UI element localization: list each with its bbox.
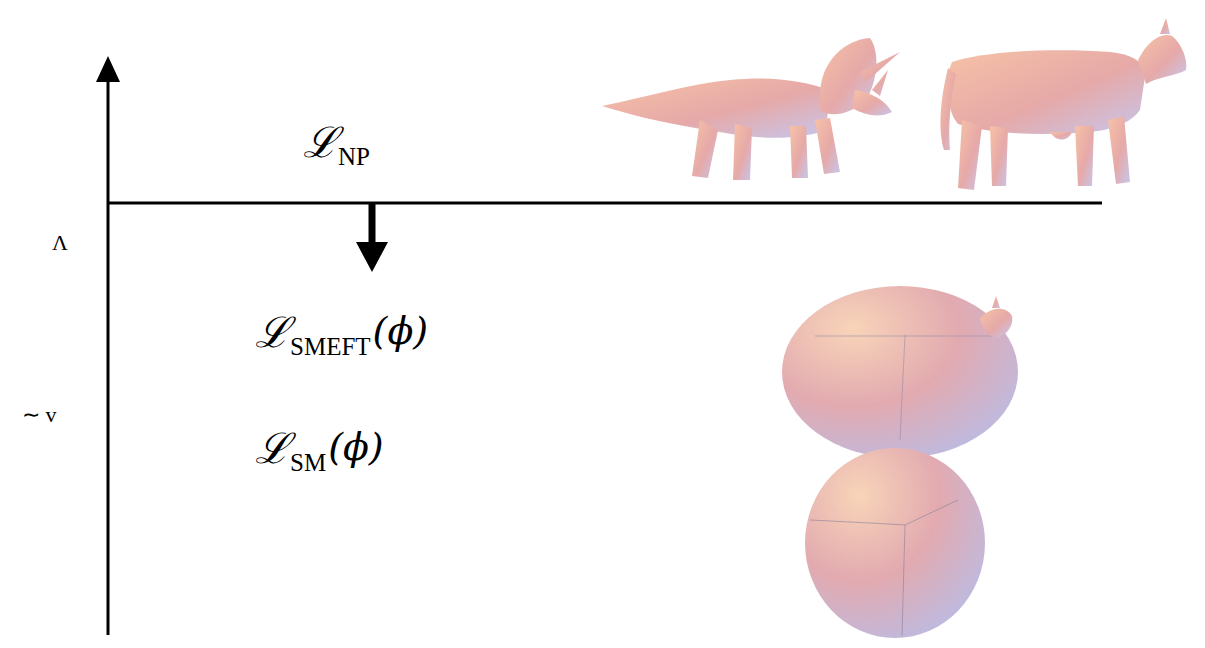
lagrangian-symbol: ℒ [255, 428, 290, 470]
cutoff-line [108, 202, 1102, 205]
sphere [805, 448, 985, 638]
spherical-cow [782, 286, 1018, 460]
subscript: SMEFT [290, 334, 371, 359]
matching-arrowhead [356, 242, 388, 272]
lagrangian-symbol: ℒ [255, 312, 290, 354]
axis-arrowhead [96, 56, 120, 82]
lagrangian-symbol: ℒ [303, 122, 338, 164]
matching-arrow [369, 203, 376, 245]
field-argument: (ϕ) [373, 312, 429, 350]
electroweak-scale: ∼ v [22, 404, 57, 426]
cutoff-scale: Λ [52, 232, 68, 254]
subscript: NP [338, 144, 370, 169]
field-argument: (ϕ) [328, 428, 384, 466]
cow [941, 18, 1187, 190]
energy-axis [107, 80, 110, 635]
subscript: SM [290, 450, 326, 475]
triceratops [602, 38, 900, 180]
